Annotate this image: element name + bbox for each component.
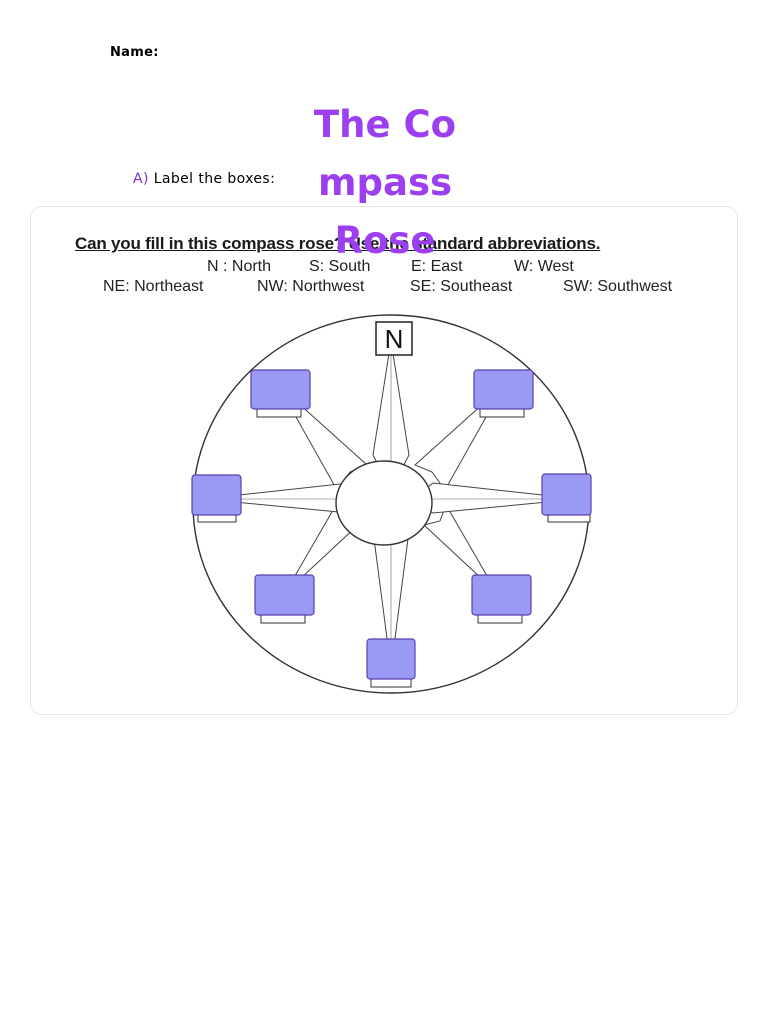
page-title: The Compass Rose [313,103,457,262]
task-letter: A) [133,171,149,187]
answer-box-ne [473,369,534,418]
task-text: Label the boxes: [153,171,276,187]
abbr-north: N : North [207,258,272,275]
worksheet-image: Can you fill in this compass rose? Use t… [30,206,738,715]
north-label-box [375,321,413,356]
answer-box-se [471,574,532,624]
answer-box-nw [250,369,311,418]
abbr-northwest: NW: Northwest [257,278,365,295]
answer-box-sw [254,574,315,624]
abbr-northeast: NE: Northeast [103,278,204,295]
compass-point-se [422,503,498,594]
answer-box-w [191,474,242,523]
north-label-text: N [385,324,404,354]
compass-rose-drawing: N [191,314,592,694]
abbr-south: S: South [309,258,371,275]
answer-box-e [541,473,592,523]
abbr-southeast: SE: Southeast [410,278,513,295]
abbr-east: E: East [411,258,463,275]
compass-center-circle [335,460,433,546]
name-label: Name: [110,45,159,60]
abbr-west: W: West [514,258,574,275]
worksheet-heading: Can you fill in this compass rose? Use t… [75,234,601,253]
task-instruction: A) Label the boxes: [133,171,275,187]
abbr-southwest: SW: Southwest [563,278,673,295]
answer-box-s [366,638,416,688]
